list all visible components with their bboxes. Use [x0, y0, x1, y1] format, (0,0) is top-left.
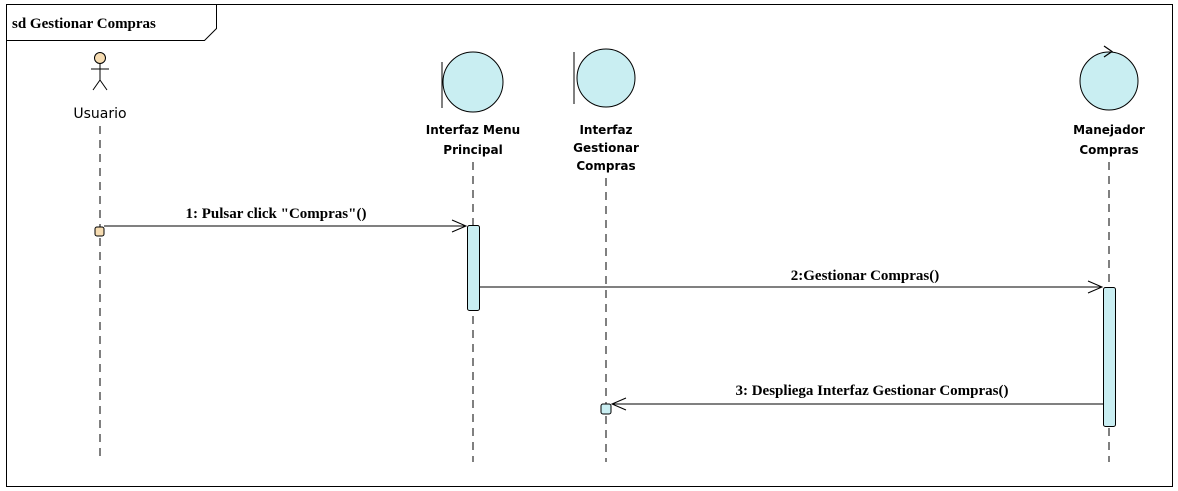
lifeline-label-manejador-line1: Manejador — [1073, 123, 1145, 137]
message-1-arrowhead — [451, 219, 468, 233]
actor-label: Usuario — [73, 106, 126, 122]
frame-title: sd Gestionar Compras — [12, 16, 156, 32]
message-3-label: 3: Despliega Interfaz Gestionar Compras(… — [735, 383, 1008, 399]
lifeline-label-gestionar-line3: Compras — [576, 159, 635, 173]
message-2-label: 2:Gestionar Compras() — [791, 268, 939, 284]
actor-icon — [91, 52, 109, 91]
boundary-icon — [573, 48, 636, 108]
lifeline-label-gestionar-line1: Interfaz — [579, 123, 632, 137]
lifeline-label-gestionar-line2: Gestionar — [573, 141, 639, 155]
message-3-arrowhead — [610, 397, 627, 411]
message-3-end-marker — [600, 403, 612, 415]
message-2-arrowhead — [1087, 280, 1104, 294]
lifeline-label-menu-line2: Principal — [443, 143, 502, 157]
menu-activation-bar — [467, 225, 480, 311]
boundary-icon — [441, 51, 504, 113]
manejador-activation-bar — [1103, 287, 1116, 427]
control-icon — [1079, 45, 1139, 111]
message-1-start-marker — [94, 226, 105, 237]
lifeline-label-menu-line1: Interfaz Menu — [426, 123, 520, 137]
lifeline-label-manejador-line2: Compras — [1079, 143, 1138, 157]
frame-title-tab — [6, 4, 217, 41]
message-1-label: 1: Pulsar click "Compras"() — [186, 206, 367, 222]
